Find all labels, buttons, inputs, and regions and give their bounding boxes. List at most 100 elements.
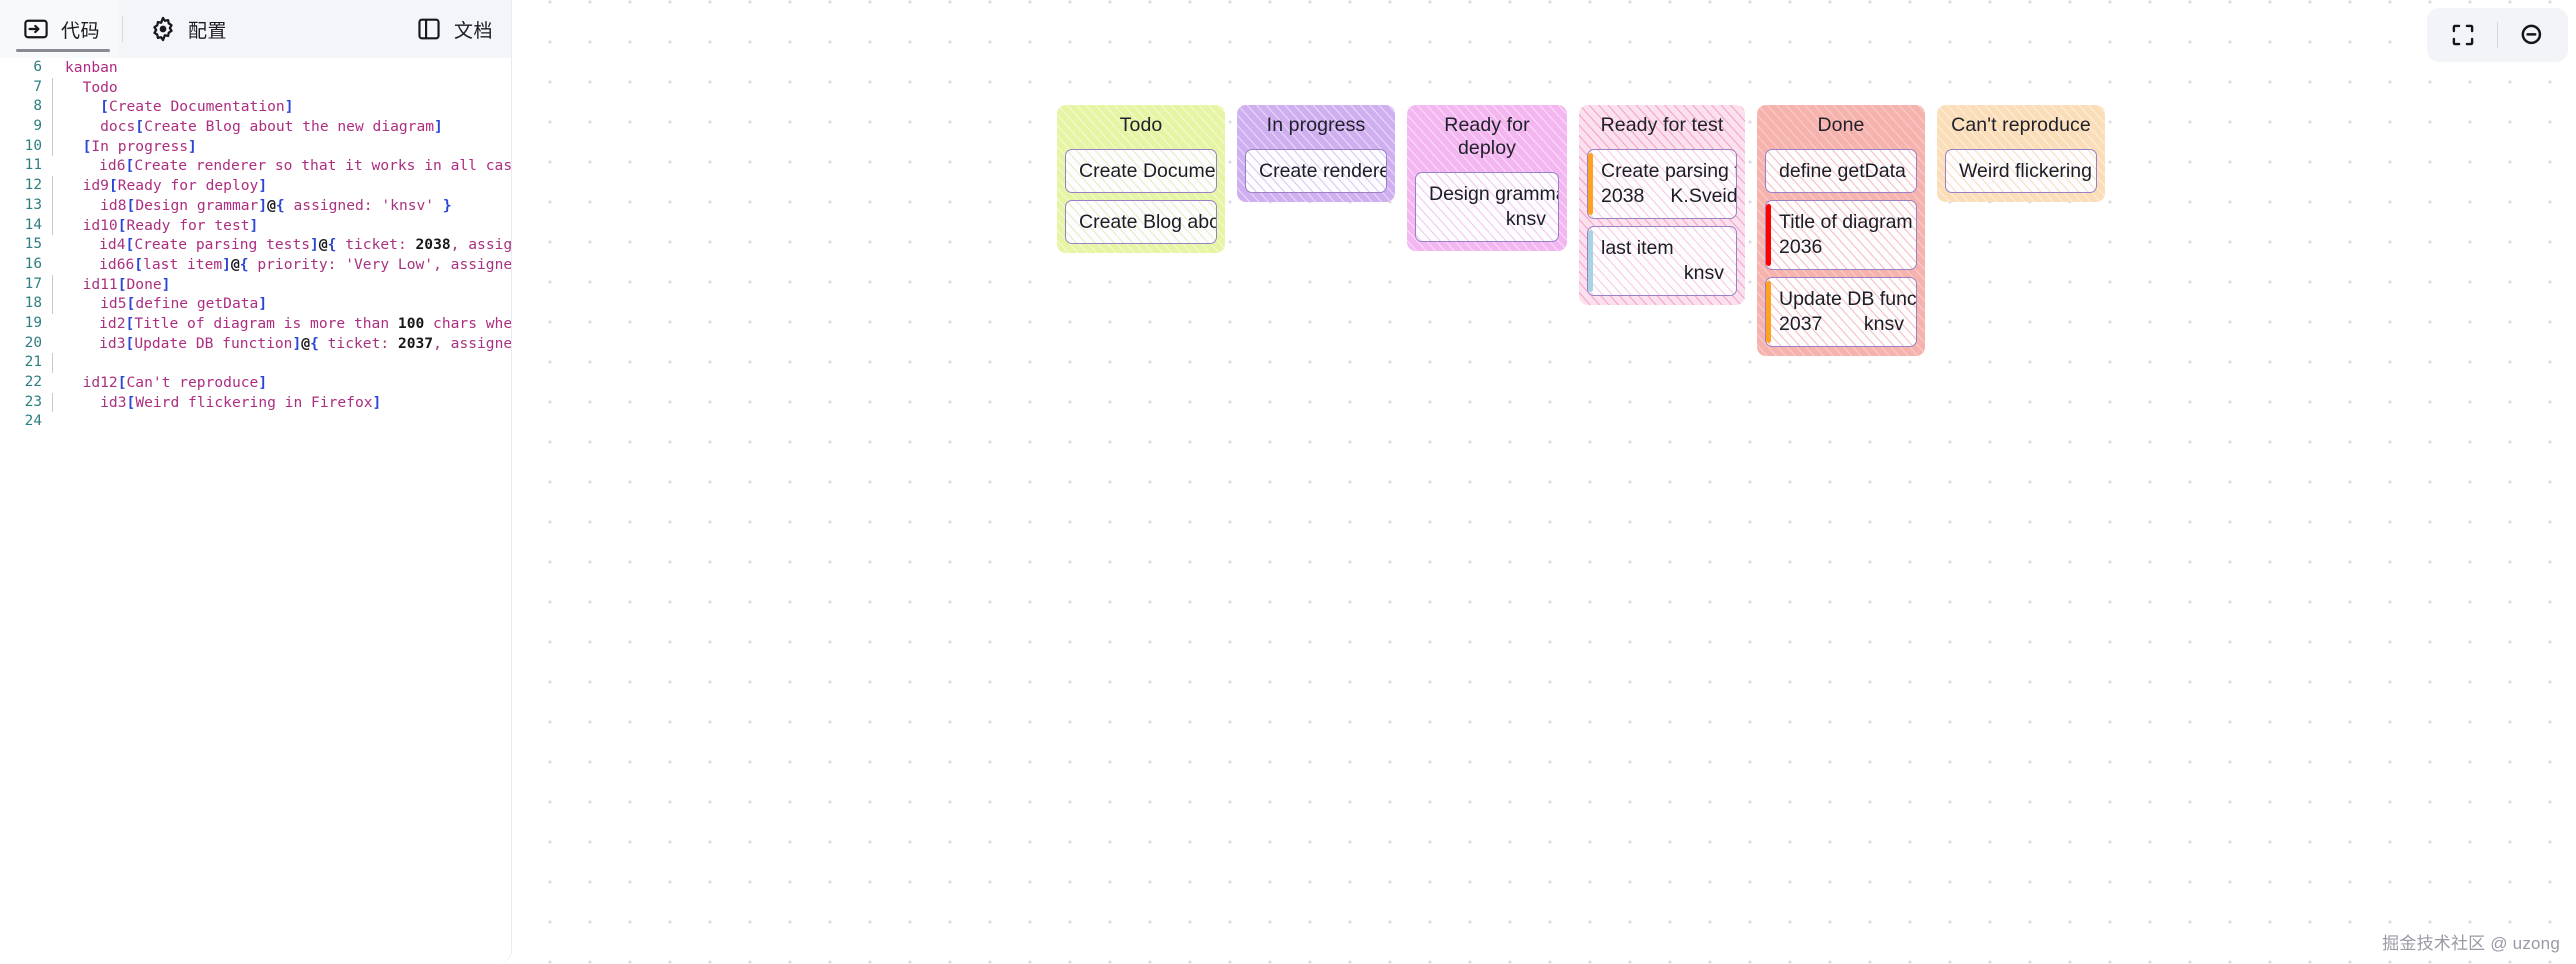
code-token: } — [434, 196, 452, 214]
indent-guide — [52, 215, 53, 236]
code-line[interactable]: 16 id66[last item]@{ priority: 'Very Low… — [0, 255, 511, 275]
code-line-text: id3[Weird flickering in Firefox] — [65, 393, 381, 413]
code-terminal-icon — [22, 15, 50, 43]
tab-config[interactable]: 配置 — [127, 0, 245, 58]
zoom-out-icon[interactable] — [2510, 13, 2554, 57]
indent-guide — [52, 294, 53, 314]
card-label: Create Documentation — [1079, 160, 1216, 182]
card-ticket: 2038 — [1601, 185, 1645, 207]
code-token: [ — [125, 157, 135, 175]
code-token: chars when us — [433, 314, 511, 332]
indent-guide — [52, 58, 53, 78]
line-number: 21 — [24, 354, 42, 371]
code-token: { — [275, 196, 285, 214]
code-token: id6 — [64, 157, 126, 175]
kanban-card[interactable]: define getData — [1765, 149, 1917, 193]
book-icon — [415, 15, 443, 43]
gear-icon — [149, 15, 177, 43]
code-token: 'knsv' — [381, 196, 435, 214]
code-token: Update DB function — [134, 334, 293, 352]
code-token: ] — [434, 118, 443, 136]
code-token: [ — [126, 196, 136, 214]
code-line[interactable]: 15 id4[Create parsing tests]@{ ticket: 2… — [0, 235, 511, 255]
code-line[interactable]: 14 id10[Ready for test] — [0, 215, 511, 236]
kanban-card[interactable]: Create renderer so that it works in all … — [1245, 149, 1387, 193]
line-number: 15 — [24, 236, 42, 253]
kanban-card[interactable]: Title of diagram is more2036 — [1765, 200, 1917, 270]
line-number: 12 — [24, 177, 42, 194]
indent-guide — [52, 77, 53, 98]
code-line[interactable]: 20 id3[Update DB function]@{ ticket: 203… — [0, 334, 511, 354]
code-token: 2037 — [397, 334, 434, 352]
code-token: id66 — [64, 255, 135, 273]
card-label: Title of diagram is more — [1779, 211, 1916, 233]
tab-code[interactable]: 代码 — [0, 0, 119, 58]
tab-docs[interactable]: 文档 — [393, 0, 511, 58]
code-line[interactable]: 17 id11[Done] — [0, 274, 511, 295]
code-line[interactable]: 11 id6[Create renderer so that it works … — [0, 156, 511, 176]
code-token: Weird flickering in Firefox — [135, 393, 373, 411]
code-line[interactable]: 21 — [0, 353, 511, 373]
code-token: ] — [372, 393, 382, 411]
kanban-card[interactable]: Update DB function2037knsv — [1765, 277, 1917, 347]
tab-divider — [122, 16, 124, 42]
card-label: Create Blog about the new diagram — [1079, 211, 1216, 233]
code-line[interactable]: 19 id2[Title of diagram is more than 100… — [0, 314, 511, 334]
line-number: 6 — [33, 59, 42, 75]
code-line-text: Todo — [65, 78, 118, 98]
code-line-text: id9[Ready for deploy] — [65, 176, 268, 196]
column-title: Done — [1817, 114, 1865, 136]
toolbar-divider — [2497, 22, 2498, 48]
kanban-card[interactable]: Create parsing tests2038K.Sveidqvist — [1587, 149, 1737, 219]
code-line[interactable]: 8 [Create Documentation] — [0, 97, 511, 118]
line-number: 16 — [24, 255, 42, 272]
code-token: define getData — [135, 295, 259, 313]
kanban-card[interactable]: Weird flickering in Firefox — [1945, 149, 2097, 193]
code-token: 2038 — [415, 236, 451, 254]
code-line[interactable]: 18 id5[define getData] — [0, 294, 511, 314]
kanban-card[interactable]: Create Documentation — [1065, 149, 1217, 193]
code-token: ] — [284, 98, 294, 116]
line-number: 20 — [24, 334, 42, 351]
indent-guide — [52, 353, 53, 373]
code-token: id4 — [64, 236, 126, 254]
code-line[interactable]: 23 id3[Weird flickering in Firefox] — [0, 392, 511, 413]
code-line[interactable]: 22 id12[Can't reproduce] — [0, 373, 511, 393]
line-number: 7 — [33, 78, 42, 95]
column-title: Ready for deploy — [1444, 114, 1530, 159]
code-token: Done — [126, 275, 162, 293]
code-line[interactable]: 7 Todo — [0, 77, 511, 98]
kanban-card[interactable]: Create Blog about the new diagram — [1065, 200, 1217, 244]
code-line[interactable]: 24 — [0, 412, 511, 432]
line-number: 10 — [24, 137, 42, 154]
card-label: Update DB function — [1779, 288, 1917, 310]
code-token — [65, 98, 100, 115]
fullscreen-icon[interactable] — [2441, 13, 2485, 57]
tab-code-label: 代码 — [61, 20, 101, 42]
code-line[interactable]: 10 [In progress] — [0, 136, 511, 157]
code-token: Create parsing tests — [134, 236, 311, 254]
code-line[interactable]: 13 id8[Design grammar]@{ assigned: 'knsv… — [0, 195, 511, 216]
code-token: { — [310, 334, 319, 352]
line-number: 24 — [24, 413, 42, 430]
code-line[interactable]: 9 docs[Create Blog about the new diagram… — [0, 117, 511, 137]
code-line[interactable]: 12 id9[Ready for deploy] — [0, 176, 511, 196]
code-token: ] — [258, 295, 268, 313]
tabbar-spacer — [245, 0, 393, 58]
line-number: 11 — [24, 157, 42, 174]
code-token: Create renderer so that it works in all … — [134, 157, 511, 175]
